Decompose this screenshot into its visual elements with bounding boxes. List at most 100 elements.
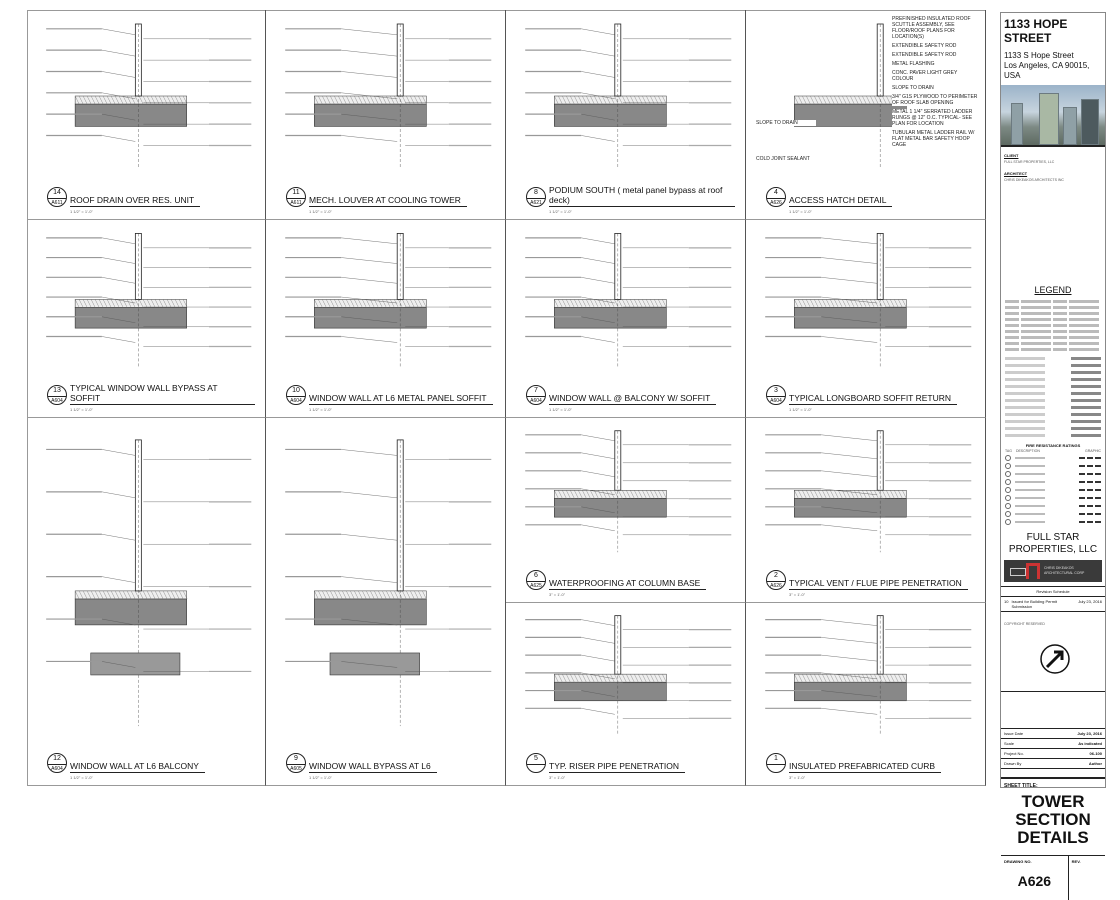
hatch-line [118, 590, 124, 599]
hatch-line [838, 299, 843, 308]
hatch-line [326, 299, 331, 308]
wall-section [614, 615, 622, 675]
revision-date: July 23, 2016 [1078, 599, 1102, 604]
hatch-line [138, 299, 144, 308]
leader-line [581, 71, 615, 78]
leader-line [581, 237, 615, 245]
hatch-line [622, 490, 627, 499]
leader-line [581, 470, 615, 477]
detail-drawing [525, 615, 732, 736]
hatch-line [618, 299, 623, 308]
concrete-slab [314, 598, 427, 626]
hatch-line [362, 299, 367, 308]
hatch-line [554, 490, 559, 499]
hatch-line [350, 299, 355, 308]
hatch-line [850, 95, 855, 105]
hatch-line [154, 590, 160, 599]
hatch-line [634, 490, 639, 499]
hatch-line [898, 490, 903, 499]
legend-entry [1005, 348, 1019, 351]
detail-bubble: 1 [766, 753, 786, 773]
leader-line [821, 296, 878, 304]
hatch-line [178, 299, 184, 308]
detail-scale: 1 1/2" = 1'-0" [309, 209, 332, 214]
hatch-line [122, 95, 128, 105]
hatch-line [370, 590, 375, 599]
hatch-line [562, 674, 567, 683]
hatch-line [142, 299, 148, 308]
hatch-line [334, 299, 339, 308]
concrete-slab [554, 681, 667, 702]
fire-rating-row [1001, 478, 1105, 486]
leader-line [581, 488, 615, 495]
legend-entry [1069, 336, 1099, 339]
leader-line [581, 257, 615, 264]
detail-number: 2 [774, 572, 778, 579]
hatch-line [646, 674, 651, 683]
hatch-line [834, 95, 839, 105]
leader-line [341, 257, 398, 264]
detail-number: 4 [774, 189, 778, 196]
leader-line [581, 296, 615, 304]
hatch-line [814, 299, 819, 308]
hatch-line [798, 490, 803, 499]
hatch-line [90, 590, 96, 599]
hatch-line [142, 590, 148, 599]
legend-entry [1005, 324, 1019, 327]
hatch-line [350, 95, 355, 105]
hatch-line [902, 299, 907, 308]
detail-drawing [46, 233, 252, 367]
hatch-line [822, 490, 827, 499]
leader-line [821, 708, 878, 715]
architect-logo: CHRIS DIKEAKOS ARCHITECTURAL CORP [1004, 560, 1102, 582]
hatch-line [322, 299, 327, 308]
detail-sheet-ref: A626 [767, 198, 785, 206]
fire-col-tag: TAG [1005, 449, 1012, 453]
hatch-line [170, 590, 176, 599]
hatch-line [122, 590, 128, 599]
hatch-line [166, 590, 172, 599]
hatch-line [858, 299, 863, 308]
logo-text: CHRIS DIKEAKOS ARCHITECTURAL CORP [1044, 566, 1085, 575]
hatch-line [174, 299, 180, 308]
hatch-line [818, 490, 823, 499]
hatch-line [350, 590, 355, 599]
hatch-line [158, 590, 164, 599]
sheet-title-line: SECTION [1015, 809, 1091, 829]
hatch-line [558, 95, 563, 105]
hatch-line [862, 299, 867, 308]
hatch-line [314, 590, 319, 599]
project-no: 06-100 [1089, 750, 1102, 756]
hatch-line [94, 95, 100, 105]
hatch-line [166, 299, 172, 308]
leader-line [581, 654, 615, 662]
legend-symbol-row [1001, 425, 1105, 432]
hatch-line [554, 299, 559, 308]
hatch-line [850, 490, 855, 499]
leader-line [341, 336, 398, 343]
legend-symbol-row [1001, 369, 1105, 376]
legend-entry [1069, 318, 1099, 321]
hatch-line [334, 590, 339, 599]
hatch-line [154, 299, 160, 308]
revision-heading: Revision Schedule [1036, 589, 1070, 594]
hatch-line [162, 590, 168, 599]
detail-scale: 1 1/2" = 1'-0" [549, 407, 572, 412]
leader-line [821, 336, 878, 343]
hatch-line [662, 490, 667, 499]
hatch-line [338, 299, 343, 308]
hatch-line [654, 490, 659, 499]
hatch-line [386, 590, 391, 599]
legend-symbol-row [1001, 404, 1105, 411]
leader-line [341, 618, 398, 626]
hatch-line [822, 95, 827, 105]
legend-entry [1069, 312, 1099, 315]
hatch-line [866, 299, 871, 308]
leader-line [821, 690, 878, 697]
detail-sheet-ref: A626 [767, 581, 785, 589]
